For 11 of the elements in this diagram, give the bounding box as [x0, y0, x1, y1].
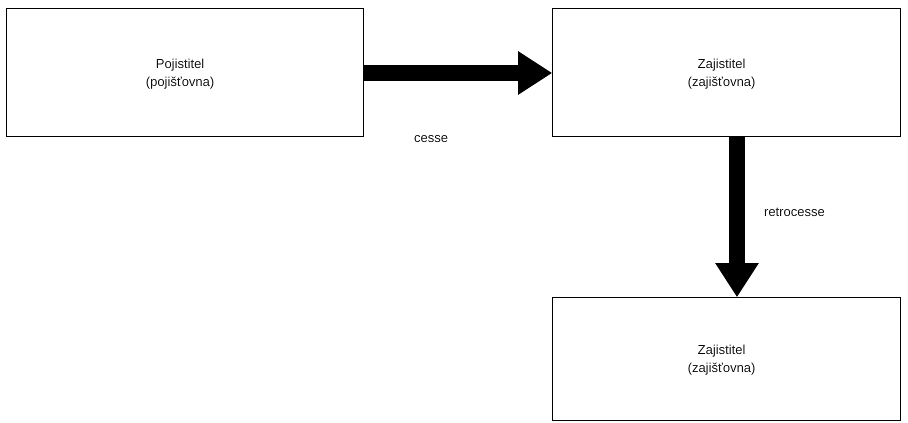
process-box — [6, 8, 364, 137]
node-subtitle: (zajišťovna) — [688, 72, 756, 90]
process-box — [552, 297, 901, 421]
node-title: Zajistitel — [698, 54, 746, 72]
process-box — [552, 8, 901, 137]
arrow — [715, 137, 759, 297]
node-subtitle: (zajišťovna) — [688, 359, 756, 377]
arrow — [364, 51, 552, 95]
node-title: Pojistitel — [156, 54, 204, 72]
node-title: Zajistitel — [698, 341, 746, 359]
node-subtitle: (pojišťovna) — [146, 72, 214, 90]
